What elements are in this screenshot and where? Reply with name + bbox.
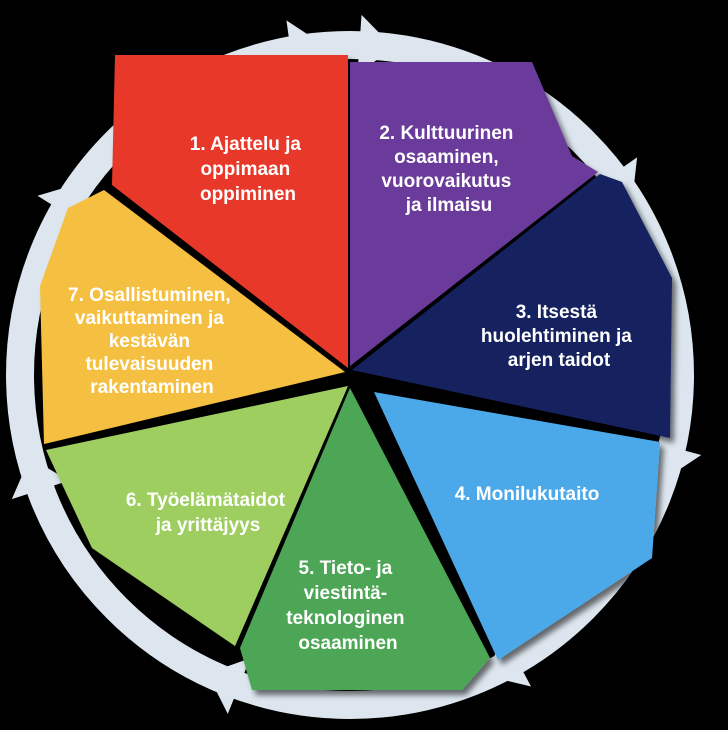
ring-circle: [6, 31, 694, 719]
segment-7-participation: [40, 190, 345, 444]
segment-1-label: 1. Ajattelu ja oppimaan oppiminen: [190, 134, 307, 205]
segment-3-self-care: [352, 174, 672, 438]
segment-5-ict-competence: [240, 388, 490, 690]
segment-7-label: 7. Osallistuminen, vaikuttaminen ja kest…: [68, 285, 236, 398]
segment-3-label: 3. Itsestä huolehtiminen ja arjen taidot: [481, 302, 637, 371]
segment-4-multiliteracy: [374, 392, 660, 660]
segment-6-label: 6. Työelämätaidot ja yrittäjyys: [126, 490, 290, 536]
ring-arrowhead-5: [207, 658, 251, 714]
segment-4-label: 4. Monilukutaito: [455, 484, 600, 505]
segment-6-working-life: [46, 386, 348, 646]
ring-arrowhead-1: [357, 14, 394, 75]
segment-1-thinking-learning: [112, 55, 348, 368]
segment-2-label: 2. Kulttuurinen osaaminen, vuorovaikutus…: [379, 123, 518, 216]
ring-arrowhead-6: [11, 457, 69, 500]
segment-5-label: 5. Tieto- ja viestintä- teknologinen osa…: [286, 558, 410, 654]
segment-2-cultural-competence: [350, 62, 598, 366]
